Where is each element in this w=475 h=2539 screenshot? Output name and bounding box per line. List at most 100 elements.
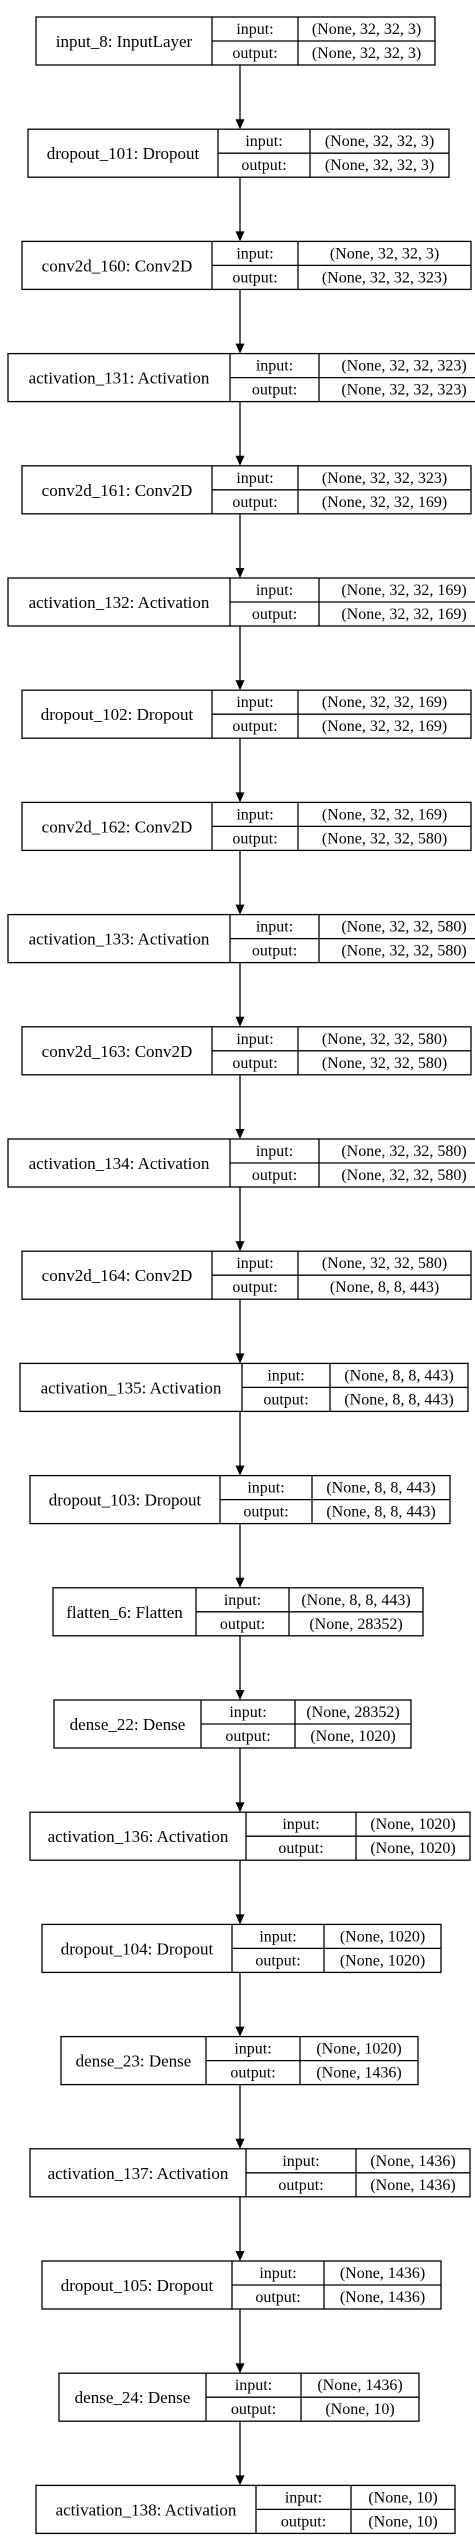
arrowhead-icon	[235, 2138, 245, 2149]
output-label: output:	[232, 718, 277, 735]
arrowhead-icon	[235, 2475, 245, 2486]
output-shape: (None, 32, 32, 580)	[341, 1167, 466, 1184]
layer-name: activation_132: Activation	[29, 593, 210, 612]
edge-arrow	[235, 177, 245, 242]
layer-name: activation_138: Activation	[56, 2500, 237, 2519]
layer-name: conv2d_164: Conv2D	[42, 1266, 193, 1285]
arrowhead-icon	[235, 2026, 245, 2037]
arrowhead-icon	[235, 2251, 245, 2261]
output-label: output:	[255, 2289, 300, 2306]
input-label: input:	[285, 2489, 322, 2506]
input-shape: (None, 32, 32, 169)	[341, 582, 466, 599]
edge-arrow	[235, 289, 245, 354]
edge-arrow	[235, 65, 245, 130]
output-label: output:	[241, 157, 286, 174]
output-shape: (None, 1436)	[316, 2065, 401, 2082]
edge-arrow	[235, 1860, 245, 1925]
input-shape: (None, 8, 8, 443)	[326, 1480, 435, 1497]
arrowhead-icon	[235, 231, 245, 242]
output-shape: (None, 32, 32, 580)	[322, 1055, 447, 1072]
input-label: input:	[224, 1592, 261, 1609]
output-shape: (None, 8, 8, 443)	[330, 1279, 439, 1296]
output-shape: (None, 32, 32, 580)	[322, 830, 447, 847]
output-label: output:	[232, 1279, 277, 1296]
output-shape: (None, 1020)	[340, 1952, 425, 1969]
input-shape: (None, 32, 32, 323)	[341, 358, 466, 375]
arrowhead-icon	[235, 1129, 245, 1139]
layer-node: dropout_104: Dropoutinput:output:(None, …	[41, 1923, 442, 1974]
input-label: input:	[282, 2153, 319, 2170]
layer-name: dropout_105: Dropout	[61, 2276, 214, 2295]
input-label: input:	[259, 1928, 296, 1945]
output-shape: (None, 32, 32, 169)	[322, 718, 447, 735]
input-label: input:	[229, 1704, 266, 1721]
input-shape: (None, 32, 32, 580)	[341, 919, 466, 936]
output-label: output:	[220, 1616, 265, 1633]
input-label: input:	[256, 358, 293, 375]
input-shape: (None, 32, 32, 323)	[322, 470, 447, 487]
layer-node: dropout_103: Dropoutinput:output:(None, …	[29, 1474, 451, 1525]
output-label: output:	[252, 943, 297, 960]
input-label: input:	[267, 1367, 304, 1384]
edge-arrow	[235, 1748, 245, 1813]
layer-name: activation_131: Activation	[29, 369, 210, 388]
input-label: input:	[235, 2377, 272, 2394]
arrowhead-icon	[235, 1241, 245, 1252]
output-shape: (None, 32, 32, 169)	[322, 494, 447, 511]
edge-arrow	[235, 1187, 245, 1252]
output-label: output:	[252, 382, 297, 399]
layer-node: activation_137: Activationinput:output:(…	[29, 2148, 471, 2198]
output-shape: (None, 10)	[368, 2513, 437, 2530]
input-shape: (None, 8, 8, 443)	[301, 1592, 410, 1609]
input-label: input:	[256, 1143, 293, 1160]
layer-node: activation_134: Activationinput:output:(…	[7, 1138, 475, 1188]
arrowhead-icon	[235, 119, 245, 130]
layer-node: activation_132: Activationinput:output:(…	[7, 577, 475, 627]
layer-name: dropout_103: Dropout	[49, 1491, 202, 1510]
output-shape: (None, 32, 32, 3)	[312, 45, 421, 62]
layer-name: dense_24: Dense	[75, 2388, 191, 2407]
layer-name: activation_134: Activation	[29, 1154, 210, 1173]
input-label: input:	[236, 1255, 273, 1272]
layer-node: activation_135: Activationinput:output:(…	[19, 1362, 469, 1413]
arrowhead-icon	[235, 1802, 245, 1813]
output-shape: (None, 32, 32, 3)	[325, 157, 434, 174]
output-label: output:	[263, 1391, 308, 1408]
edge-arrow	[235, 2084, 245, 2149]
input-label: input:	[282, 1816, 319, 1833]
arrowhead-icon	[235, 1914, 245, 1925]
layer-node: dropout_102: Dropoutinput:output:(None, …	[21, 689, 472, 739]
layer-name: dropout_104: Dropout	[61, 1939, 214, 1958]
layer-node: activation_136: Activationinput:output:(…	[29, 1811, 471, 1861]
arrowhead-icon	[235, 568, 245, 578]
output-label: output:	[232, 269, 277, 286]
layer-name: dense_23: Dense	[76, 2052, 192, 2071]
layer-node: activation_138: Activationinput:output:(…	[35, 2484, 456, 2535]
input-shape: (None, 1020)	[316, 2041, 401, 2058]
layer-name: activation_135: Activation	[41, 1378, 222, 1397]
input-label: input:	[245, 133, 282, 150]
layer-node: dropout_101: Dropoutinput:output:(None, …	[27, 128, 450, 178]
arrowhead-icon	[235, 2363, 245, 2374]
arrowhead-icon	[235, 1353, 245, 1364]
output-label: output:	[225, 1728, 270, 1745]
output-shape: (None, 1436)	[340, 2289, 425, 2306]
output-shape: (None, 32, 32, 323)	[341, 382, 466, 399]
layer-name: conv2d_160: Conv2D	[42, 256, 193, 275]
layer-name: dropout_102: Dropout	[41, 705, 194, 724]
input-shape: (None, 1436)	[370, 2153, 455, 2170]
input-label: input:	[259, 2265, 296, 2282]
arrowhead-icon	[235, 792, 245, 803]
input-label: input:	[236, 1031, 273, 1048]
layer-node: dropout_105: Dropout input: output: (None, …	[41, 2260, 442, 2310]
